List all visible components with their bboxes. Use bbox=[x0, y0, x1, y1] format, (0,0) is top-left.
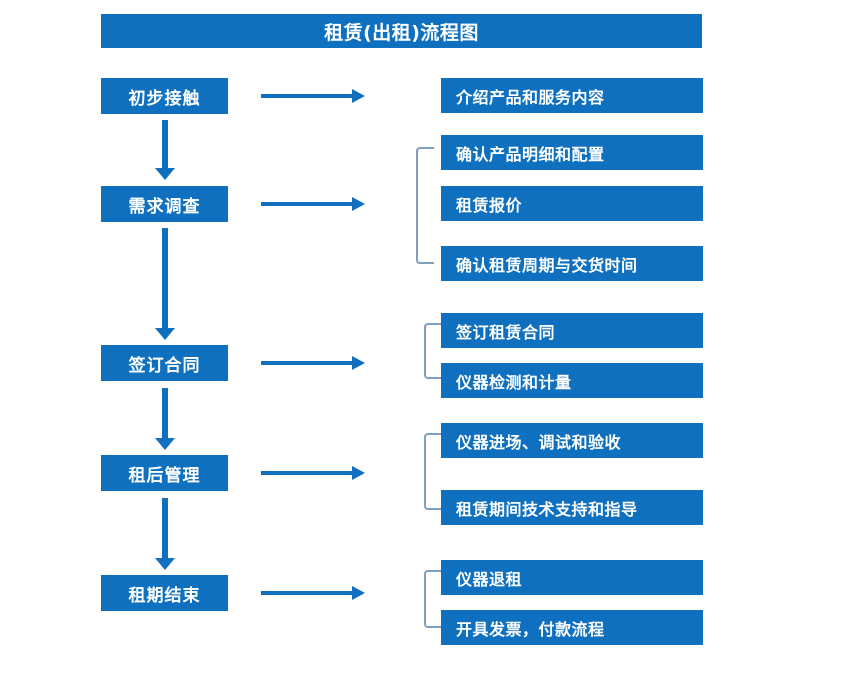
group-bracket-needs-survey bbox=[416, 147, 434, 264]
flowchart-title: 租赁(出租)流程图 bbox=[101, 14, 702, 48]
detail-box-instrument-inspection[interactable]: 仪器检测和计量 bbox=[441, 363, 703, 398]
group-bracket-post-rental bbox=[424, 433, 442, 510]
detail-box-rental-quotation[interactable]: 租赁报价 bbox=[441, 186, 703, 221]
vertical-arrow-contract-to-management bbox=[155, 388, 175, 450]
detail-box-invoice-payment[interactable]: 开具发票，付款流程 bbox=[441, 610, 703, 645]
vertical-arrow-needs-to-contract bbox=[155, 228, 175, 340]
horizontal-arrow-needs-survey bbox=[261, 197, 365, 211]
detail-box-technical-support[interactable]: 租赁期间技术支持和指导 bbox=[441, 490, 703, 525]
group-bracket-lease-end bbox=[424, 570, 442, 628]
stage-box-post-rental-management[interactable]: 租后管理 bbox=[101, 455, 228, 491]
detail-box-introduce-products[interactable]: 介绍产品和服务内容 bbox=[441, 78, 703, 113]
horizontal-arrow-post-rental bbox=[261, 466, 365, 480]
horizontal-arrow-lease-end bbox=[261, 586, 365, 600]
stage-box-needs-survey[interactable]: 需求调查 bbox=[101, 186, 228, 222]
group-bracket-sign-contract bbox=[424, 323, 442, 379]
vertical-arrow-initial-to-needs bbox=[155, 120, 175, 180]
stage-box-sign-contract[interactable]: 签订合同 bbox=[101, 345, 228, 381]
detail-box-instrument-entry-commissioning[interactable]: 仪器进场、调试和验收 bbox=[441, 423, 703, 458]
stage-box-initial-contact[interactable]: 初步接触 bbox=[101, 78, 228, 114]
stage-box-lease-end[interactable]: 租期结束 bbox=[101, 575, 228, 611]
horizontal-arrow-sign-contract bbox=[261, 356, 365, 370]
detail-box-confirm-lease-period[interactable]: 确认租赁周期与交货时间 bbox=[441, 246, 703, 281]
detail-box-confirm-product-details[interactable]: 确认产品明细和配置 bbox=[441, 135, 703, 170]
detail-box-instrument-return[interactable]: 仪器退租 bbox=[441, 560, 703, 595]
detail-box-sign-lease-agreement[interactable]: 签订租赁合同 bbox=[441, 313, 703, 348]
horizontal-arrow-initial-contact bbox=[261, 89, 365, 103]
vertical-arrow-management-to-leaseend bbox=[155, 498, 175, 570]
